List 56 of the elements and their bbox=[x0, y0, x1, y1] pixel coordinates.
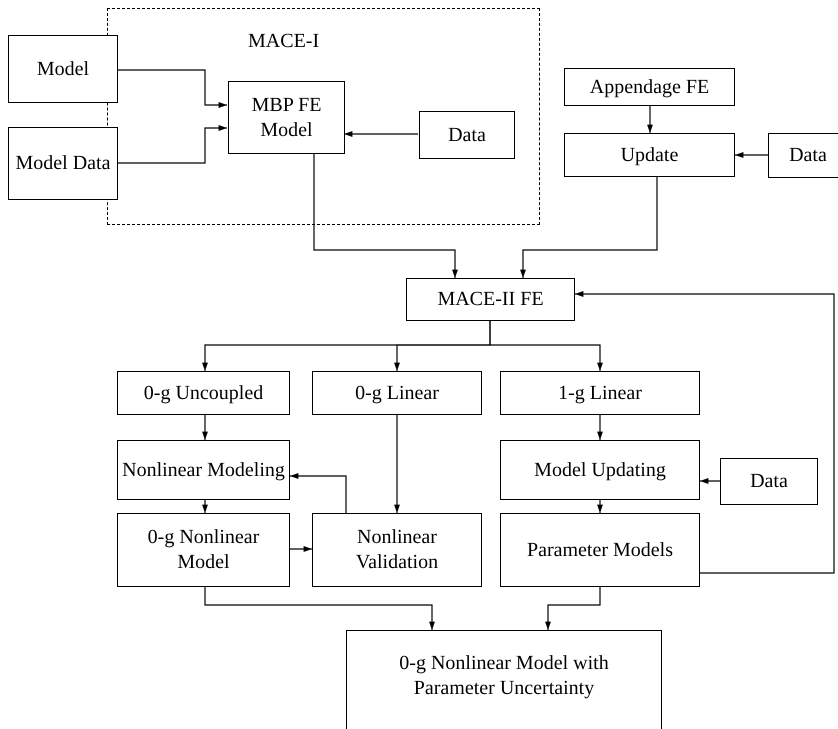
process-box bbox=[8, 35, 118, 103]
process-box bbox=[228, 81, 345, 154]
box-label: Data bbox=[448, 122, 486, 148]
process-box bbox=[8, 127, 118, 200]
box-label: 1-g Linear bbox=[558, 380, 642, 406]
box-label: MACE-II FE bbox=[437, 287, 544, 312]
process-box bbox=[500, 440, 700, 500]
process-box bbox=[406, 278, 575, 321]
box-label: Parameter Models bbox=[526, 538, 674, 562]
process-box bbox=[768, 133, 838, 178]
arrow bbox=[290, 473, 347, 513]
arrow bbox=[118, 125, 227, 164]
box-label: Update bbox=[620, 142, 678, 168]
arrow bbox=[344, 131, 418, 137]
process-box bbox=[312, 513, 482, 587]
box-label: 0-g Nonlinear Model bbox=[146, 525, 260, 575]
arrow bbox=[118, 69, 227, 108]
process-box bbox=[346, 630, 662, 729]
box-label: 0-g Nonlinear Model with Parameter Uncertainty bbox=[398, 651, 610, 701]
arrow bbox=[489, 321, 603, 371]
box-label: Data bbox=[750, 469, 788, 494]
box-label: 0-g Uncoupled bbox=[144, 380, 264, 406]
arrow bbox=[700, 478, 720, 484]
box-label: Nonlinear Modeling bbox=[122, 458, 285, 482]
box-label: Data bbox=[789, 143, 827, 168]
arrow bbox=[202, 500, 208, 513]
arrow bbox=[735, 152, 768, 158]
arrow bbox=[597, 415, 603, 440]
process-box bbox=[500, 513, 700, 587]
arrow bbox=[597, 500, 603, 513]
process-box bbox=[500, 371, 700, 415]
arrow bbox=[204, 587, 435, 630]
box-label: Model Data bbox=[16, 151, 110, 176]
process-box bbox=[117, 513, 290, 587]
process-box bbox=[117, 440, 290, 500]
arrow bbox=[313, 153, 458, 278]
box-label: MBP FE Model bbox=[250, 92, 322, 142]
process-box bbox=[564, 68, 735, 106]
group-title: MACE-I bbox=[248, 29, 320, 54]
process-box bbox=[117, 371, 290, 415]
process-box bbox=[564, 133, 735, 177]
arrow bbox=[202, 415, 208, 440]
box-label: Nonlinear Validation bbox=[354, 525, 440, 575]
process-box bbox=[419, 111, 515, 159]
process-box bbox=[720, 458, 818, 505]
box-label: 0-g Linear bbox=[355, 380, 439, 406]
box-label: Model Updating bbox=[534, 458, 666, 482]
arrow bbox=[545, 587, 601, 630]
process-box bbox=[312, 371, 482, 415]
arrow bbox=[647, 106, 653, 133]
arrow bbox=[520, 177, 658, 278]
arrow bbox=[290, 546, 312, 552]
box-label: Appendage FE bbox=[590, 74, 710, 100]
arrow bbox=[394, 415, 400, 513]
arrow bbox=[575, 291, 835, 574]
box-label: Model bbox=[36, 56, 90, 82]
